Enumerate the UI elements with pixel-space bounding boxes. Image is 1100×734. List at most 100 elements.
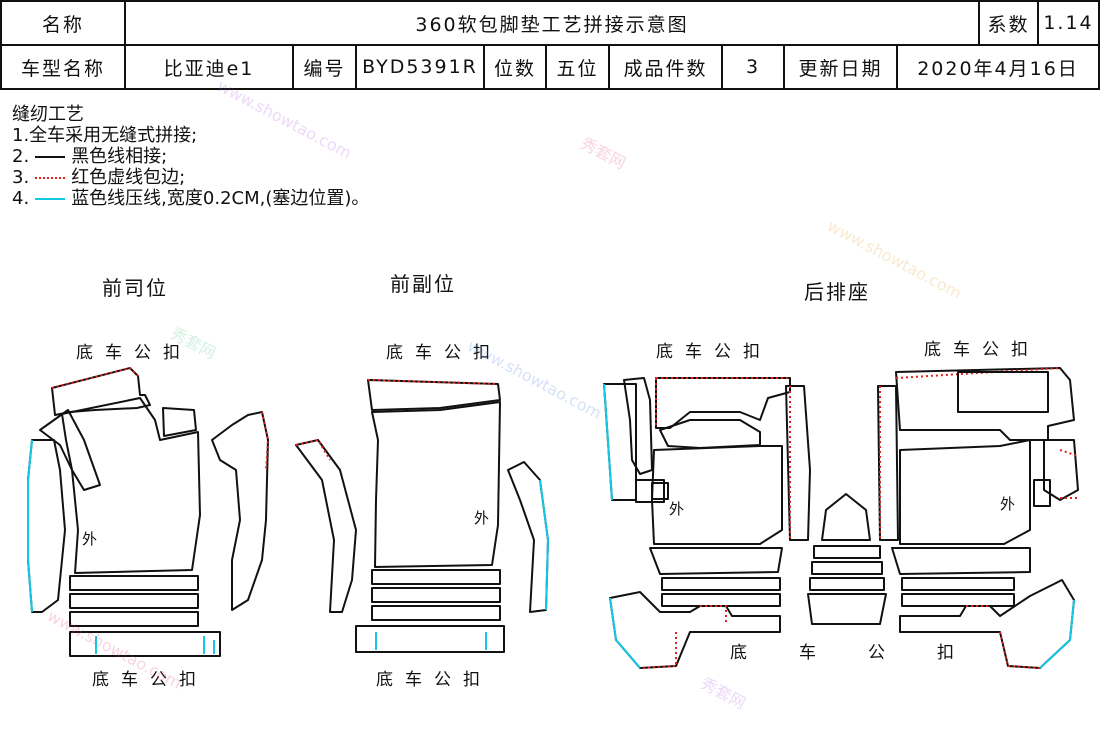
date-label: 更新日期 (783, 44, 898, 90)
rear-left-bottom-red (639, 605, 727, 669)
passenger-main-body (371, 401, 501, 568)
count-label: 成品件数 (608, 44, 723, 90)
rear-right-flap-red (1059, 449, 1079, 499)
note-line-1: 1.全车采用无缝式拼接; (12, 125, 198, 146)
outer-rear-left: 外 (669, 500, 685, 518)
rear-right-strip-1 (901, 577, 1015, 591)
outer-driver: 外 (82, 530, 98, 548)
passenger-strip-3 (371, 605, 501, 621)
outer-rear-right: 外 (1000, 495, 1016, 513)
note-2-prefix: 2. (12, 146, 30, 167)
coef-label: 系数 (978, 0, 1039, 46)
rear-right-lower-body (891, 547, 1031, 575)
rear-left-top-red (655, 377, 790, 428)
rear-right-top-box (895, 367, 1075, 441)
rear-right-tall-strip (877, 385, 899, 541)
rear-right-bottom-blue (1039, 599, 1075, 669)
note-line-4: 4. 蓝色线压线,宽度0.2CM,(塞边位置)。 (12, 188, 369, 209)
code-value: BYD5391R (355, 44, 485, 90)
name-label: 名称 (0, 0, 126, 46)
passenger-left-strip (295, 439, 357, 613)
driver-strip-1 (69, 575, 199, 591)
driver-left-strip (27, 439, 66, 613)
center-strip-3 (809, 577, 885, 591)
notes-title: 缝纫工艺 (12, 104, 84, 125)
driver-top-edge (51, 367, 139, 389)
passenger-top-band (367, 379, 501, 411)
center-bottom (807, 593, 887, 625)
note-3-text: 红色虚线包边; (71, 167, 186, 188)
sewing-notes: 缝纫工艺 1.全车采用无缝式拼接; 2. 黑色线相接; 3. 红色虚线包边; 4… (12, 104, 369, 209)
driver-main-body (61, 397, 201, 574)
rear-left-lower-body (649, 547, 783, 575)
rear-right-bottom-red (966, 605, 1041, 669)
note-2-text: 黑色线相接; (71, 146, 168, 167)
passenger-strip-4 (355, 625, 505, 653)
passenger-right-blue (539, 479, 549, 611)
black-line-swatch (35, 155, 66, 158)
passenger-mat-pieces (295, 379, 549, 653)
driver-right-strip (211, 411, 269, 611)
rear-left-mat-pieces (603, 377, 811, 669)
rear-left-bottom-blue (609, 597, 641, 669)
center-strip-1 (813, 545, 881, 559)
rear-left-inner-panel (659, 419, 761, 449)
section-rear: 后排座 (804, 280, 870, 304)
rear-right-top-red (895, 367, 1061, 379)
rear-left-small-box-2 (651, 482, 669, 500)
driver-strip-2 (69, 593, 199, 609)
rear-left-tall-strip (785, 385, 811, 541)
driver-notch-piece (162, 407, 197, 437)
rear-left-main-body (651, 445, 783, 545)
red-dotted-swatch (35, 176, 66, 179)
section-passenger: 前副位 (390, 272, 456, 296)
driver-left-wedge (39, 409, 101, 491)
driver-left-strip-blue (27, 439, 33, 613)
rear-left-strip-1 (661, 577, 781, 591)
outer-passenger: 外 (474, 509, 490, 527)
center-top-dome (821, 493, 871, 541)
passenger-top-red (367, 379, 499, 385)
passenger-strip-1 (371, 569, 501, 585)
rear-right-small-box (1033, 479, 1051, 507)
rear-right-strip-2 (901, 593, 1015, 607)
passenger-strip-2 (371, 587, 501, 603)
buckle-passenger-top: 底车公扣 (386, 343, 502, 363)
rear-left-side-strip (623, 377, 653, 475)
header-table: 名称 360软包脚垫工艺拼接示意图 系数 1.14 车型名称 比亚迪e1 编号 … (0, 0, 1100, 90)
code-label: 编号 (292, 44, 357, 90)
model-value: 比亚迪e1 (124, 44, 294, 90)
rear-right-mat-pieces (877, 367, 1079, 669)
rear-left-small-box (635, 479, 665, 503)
note-4-prefix: 4. (12, 188, 30, 209)
buckle-passenger-bottom: 底车公扣 (376, 670, 492, 690)
note-line-2: 2. 黑色线相接; (12, 146, 369, 167)
rear-left-bottom-flap (609, 591, 781, 669)
buckle-driver-top: 底车公扣 (76, 343, 192, 363)
center-strip-2 (811, 561, 883, 575)
seat-value: 五位 (545, 44, 610, 90)
driver-strip-4 (69, 631, 221, 657)
buckle-rear-left-top: 底车公扣 (656, 342, 772, 362)
note-3-prefix: 3. (12, 167, 30, 188)
date-value: 2020年4月16日 (896, 44, 1100, 90)
buckle-driver-bottom: 底车公扣 (92, 670, 208, 690)
rear-left-strip-2 (661, 593, 781, 607)
rear-right-main-body (899, 439, 1031, 545)
model-label: 车型名称 (0, 44, 126, 90)
seat-label: 位数 (483, 44, 547, 90)
rear-left-flap-blue (603, 383, 613, 501)
buckle-rear-right-top: 底车公扣 (924, 340, 1040, 360)
note-line-3: 3. 红色虚线包边; (12, 167, 369, 188)
rear-right-outer-flap (1043, 439, 1079, 501)
count-value: 3 (721, 44, 785, 90)
driver-mat-pieces (27, 367, 269, 657)
section-driver: 前司位 (102, 276, 168, 300)
driver-bottom-blue (95, 636, 215, 654)
passenger-bottom-blue (375, 632, 487, 650)
note-4-text: 蓝色线压线,宽度0.2CM,(塞边位置)。 (71, 188, 370, 209)
rear-right-inner-rect (957, 371, 1049, 413)
blue-line-swatch (35, 197, 66, 200)
buckle-rear-bottom: 底车公扣 (730, 643, 1006, 663)
